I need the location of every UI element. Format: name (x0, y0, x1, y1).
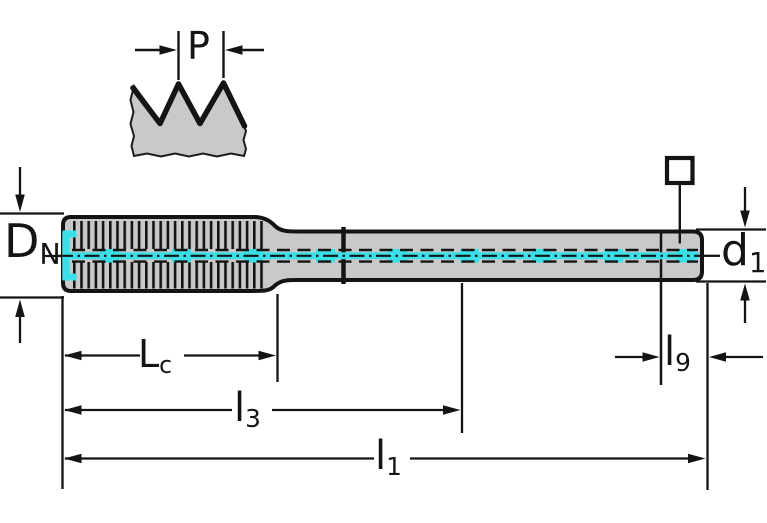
dimension-overall-length (61, 296, 706, 489)
label-l9-sub: 9 (675, 347, 691, 377)
coolant-channel (58, 230, 702, 281)
pitch-dimension (135, 31, 264, 80)
label-pitch: P (187, 27, 210, 65)
label-l9-main: l (664, 329, 676, 375)
l9-arrowhead-right (709, 352, 726, 362)
dimension-chamfer-length (64, 294, 279, 382)
label-pitch-main: P (187, 24, 210, 68)
lc-arrowhead-right (258, 350, 276, 361)
dimension-square-length (615, 283, 763, 490)
thread-flutes-bottom (73, 262, 266, 289)
dimension-shank-diameter (696, 187, 766, 323)
l3-arrowhead-right (443, 405, 461, 415)
dimension-nominal-diameter (0, 167, 64, 343)
l9-arrowhead-left (642, 352, 660, 362)
label-l1-main: l (375, 433, 387, 479)
label-l1-sub: 1 (386, 451, 402, 481)
label-lc-sub: c (159, 350, 173, 379)
dn-arrowhead-bottom (15, 299, 25, 317)
square-drive-icon (664, 155, 695, 186)
dimension-l3 (64, 283, 464, 433)
thread-profile-detail (129, 31, 264, 158)
d1-arrowhead-top (740, 210, 750, 228)
d1-arrowhead-bottom (740, 283, 750, 301)
label-lc-main: L (138, 332, 160, 376)
label-dn-main: D (4, 214, 40, 268)
label-d1-sub: 1 (748, 247, 767, 279)
label-d1-main: d (721, 225, 749, 276)
l3-arrowhead-left (64, 405, 82, 415)
l1-arrowhead-right (688, 453, 706, 464)
thread-flutes-top (73, 221, 266, 249)
l1-arrowhead-left (64, 453, 82, 464)
coolant-entry-nub-bottom (62, 273, 77, 281)
lc-arrowhead-left (64, 350, 82, 361)
pitch-arrowhead-left (159, 45, 177, 55)
label-l3-sub: 3 (245, 403, 261, 433)
label-l3-main: l (234, 385, 246, 431)
label-dn-sub: N (39, 237, 61, 271)
pitch-arrowhead-right (225, 45, 243, 55)
dn-arrowhead-top (15, 194, 25, 212)
square-drive-symbol (664, 155, 695, 244)
coolant-entry-nub-top (62, 230, 77, 238)
thread-profile-flanks (130, 80, 248, 129)
